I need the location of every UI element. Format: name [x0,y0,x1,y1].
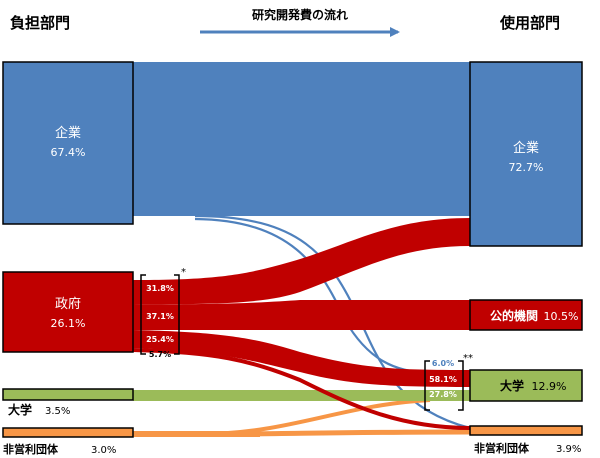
target-nonprofit-pct: 3.9% [556,444,581,455]
gov-to-company-pct: 31.8% [146,284,174,293]
flow-university-to-university [133,390,470,401]
source-government-name: 政府 [55,297,81,312]
center-header: 研究開発費の流れ [252,7,348,22]
target-public-box [469,299,583,331]
target-nonprofit-name: 非営利団体 [474,441,530,455]
gov-to-university-pct: 25.4% [146,335,174,344]
target-university-box [469,369,583,402]
flow-government-to-company [133,218,470,305]
right-header: 使用部門 [499,14,560,32]
uni-to-uni-pct: 27.8% [429,390,457,399]
uni-breakdown-marker: ** [463,353,473,364]
target-university-name: 大学 [500,378,524,393]
source-government-box [2,271,134,353]
source-nonprofit-pct: 3.0% [91,445,116,456]
uni-bracket-right [458,360,464,411]
target-nonprofit-box [469,425,583,436]
gov-bracket-left [140,274,146,355]
target-nodes: 企業 72.7% 公的機関 10.5% 大学 12.9% 非営利団体 3.9% [469,61,583,455]
uni-bracket-left [424,360,430,411]
target-company-pct: 72.7% [509,161,544,174]
flow-company-to-company [133,62,470,216]
nonprofit-to-uni-pct: 8.1% [432,401,454,410]
source-company-box [2,61,134,225]
university-inflow-breakdown: ** 6.0% 58.1% 27.8% 8.1% [424,353,473,411]
flow-government-to-nonprofit [132,348,471,430]
source-nonprofit-name: 非営利団体 [3,442,59,456]
gov-to-uni-pct: 58.1% [429,375,457,384]
source-university-name: 大学 [8,402,32,417]
target-company-name: 企業 [513,140,539,156]
gov-to-public-pct: 37.1% [146,312,174,321]
gov-to-nonprofit-pct: 5.7% [149,350,171,359]
source-nodes: 企業 67.4% 政府 26.1% 大学 3.5% 非営利団体 3.0% [2,61,134,456]
flow-nonprofit-to-university [199,398,431,436]
flow-nonprofit-to-nonprofit [239,429,471,437]
target-public-name: 公的機関 [490,308,538,323]
source-university-box [2,388,134,401]
flow-bands [132,62,471,437]
source-company-name: 企業 [55,125,81,141]
company-to-uni-pct: 6.0% [432,359,454,368]
government-breakdown: * 31.8% 37.1% 25.4% 5.7% [140,267,186,359]
flow-government-to-university [133,330,470,387]
target-university-pct: 12.9% [532,380,567,393]
gov-bracket-right [174,274,180,355]
source-nonprofit-box [2,427,134,438]
target-company-box [469,61,583,247]
gov-breakdown-marker: * [181,267,186,278]
flow-government-to-public [133,300,470,330]
source-government-pct: 26.1% [51,317,86,330]
target-public-pct: 10.5% [544,310,579,323]
left-header: 負担部門 [10,14,70,32]
source-company-pct: 67.4% [51,146,86,159]
source-university-pct: 3.5% [45,406,70,417]
